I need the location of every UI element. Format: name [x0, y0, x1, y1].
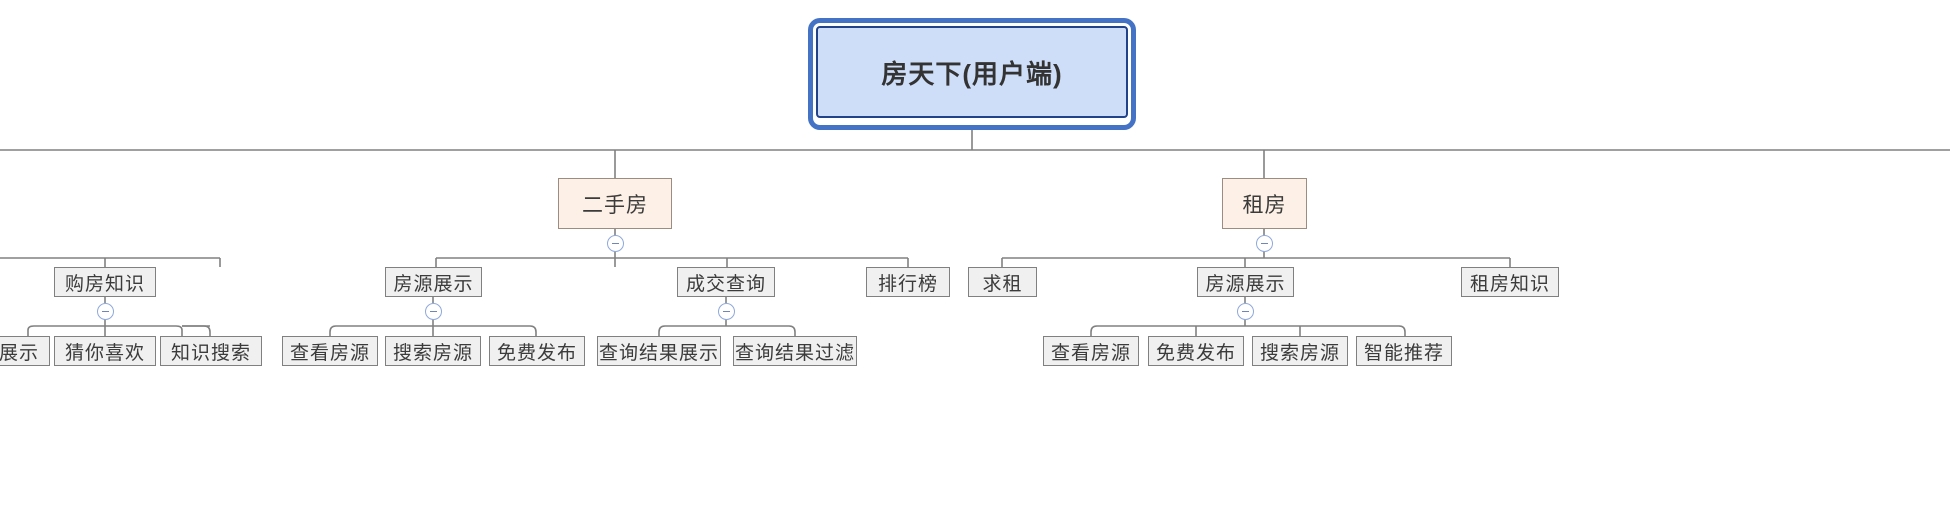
minus-icon	[723, 310, 730, 313]
node-root[interactable]: 房天下(用户端)	[816, 26, 1128, 118]
node-section-fangyuanzhanshi-ershoufang[interactable]: 房源展示	[385, 267, 482, 297]
node-section-paihangbang[interactable]: 排行榜	[866, 267, 950, 297]
bus-cjcx	[658, 325, 796, 336]
collapse-badge-fangyuanzhanshi-zufang[interactable]	[1237, 303, 1254, 320]
minus-icon	[1242, 310, 1249, 313]
bus-goufangzhishi	[27, 325, 183, 336]
bus-fyzs1	[329, 325, 537, 336]
node-leaf-chaxunjieguoguolu[interactable]: 查询结果过滤	[733, 336, 857, 366]
minus-icon	[102, 310, 109, 313]
minus-icon	[1261, 242, 1268, 245]
node-leaf-mianfeifabu-zufang[interactable]: 免费发布	[1148, 336, 1244, 366]
node-section-qiuzu[interactable]: 求租	[968, 267, 1037, 297]
node-category-ershoufang[interactable]: 二手房	[558, 178, 672, 229]
collapse-badge-goufangzhishi[interactable]	[97, 303, 114, 320]
drop-zhishisousuo	[210, 326, 216, 336]
node-leaf-chakanfangyuan-ershoufang[interactable]: 查看房源	[282, 336, 378, 366]
node-leaf-zhinengtuijian[interactable]: 智能推荐	[1356, 336, 1452, 366]
minus-icon	[430, 310, 437, 313]
node-leaf-zhishisousuo[interactable]: 知识搜索	[160, 336, 262, 366]
node-leaf-zhanshi[interactable]: 展示	[0, 336, 50, 366]
node-section-goufangzhishi[interactable]: 购房知识	[54, 267, 156, 297]
node-leaf-chakanfangyuan-zufang[interactable]: 查看房源	[1043, 336, 1139, 366]
collapse-badge-ershoufang[interactable]	[607, 235, 624, 252]
node-leaf-mianfeifabu-ershoufang[interactable]: 免费发布	[489, 336, 585, 366]
node-section-zufangzhishi[interactable]: 租房知识	[1461, 267, 1559, 297]
drop-zhishisousuo2	[182, 325, 211, 336]
bus-fyzs2	[1090, 325, 1406, 336]
collapse-badge-fangyuanzhanshi-ershoufang[interactable]	[425, 303, 442, 320]
node-leaf-sousuofangyuan-zufang[interactable]: 搜索房源	[1252, 336, 1348, 366]
node-leaf-sousuofangyuan-ershoufang[interactable]: 搜索房源	[385, 336, 481, 366]
node-leaf-chaxunjieguozhanshi[interactable]: 查询结果展示	[597, 336, 721, 366]
node-leaf-cainixihuan[interactable]: 猜你喜欢	[54, 336, 156, 366]
minus-icon	[612, 242, 619, 245]
node-category-zufang[interactable]: 租房	[1222, 178, 1307, 229]
node-section-chengjiaochaxun[interactable]: 成交查询	[677, 267, 775, 297]
collapse-badge-zufang[interactable]	[1256, 235, 1273, 252]
node-section-fangyuanzhanshi-zufang[interactable]: 房源展示	[1197, 267, 1294, 297]
collapse-badge-chengjiaochaxun[interactable]	[718, 303, 735, 320]
